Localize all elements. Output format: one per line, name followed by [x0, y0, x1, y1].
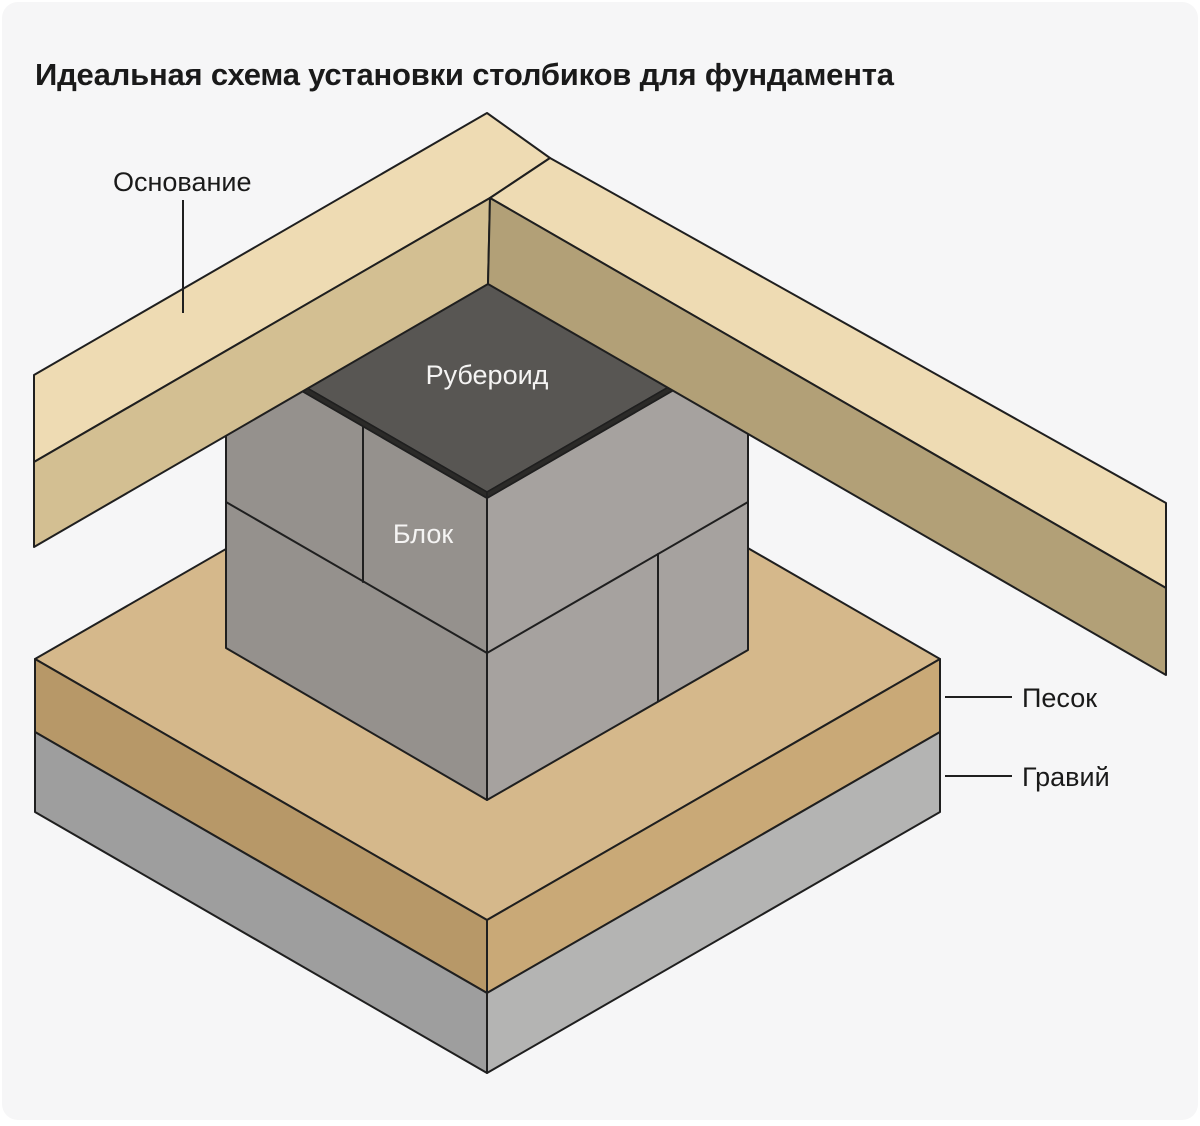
ruberoid-label: Рубероид [426, 360, 549, 390]
block-course-line-left [225, 501, 488, 654]
page-title: Идеальная схема установки столбиков для … [35, 56, 894, 92]
beam-right-side-face [487, 197, 1167, 676]
block-course-line-right [486, 501, 749, 654]
sand-label: Песок [1022, 683, 1097, 713]
gravel-label: Гравий [1022, 762, 1110, 792]
base-label: Основание [113, 167, 252, 197]
block-label: Блок [393, 519, 453, 549]
gravel-right-face [486, 731, 941, 1074]
